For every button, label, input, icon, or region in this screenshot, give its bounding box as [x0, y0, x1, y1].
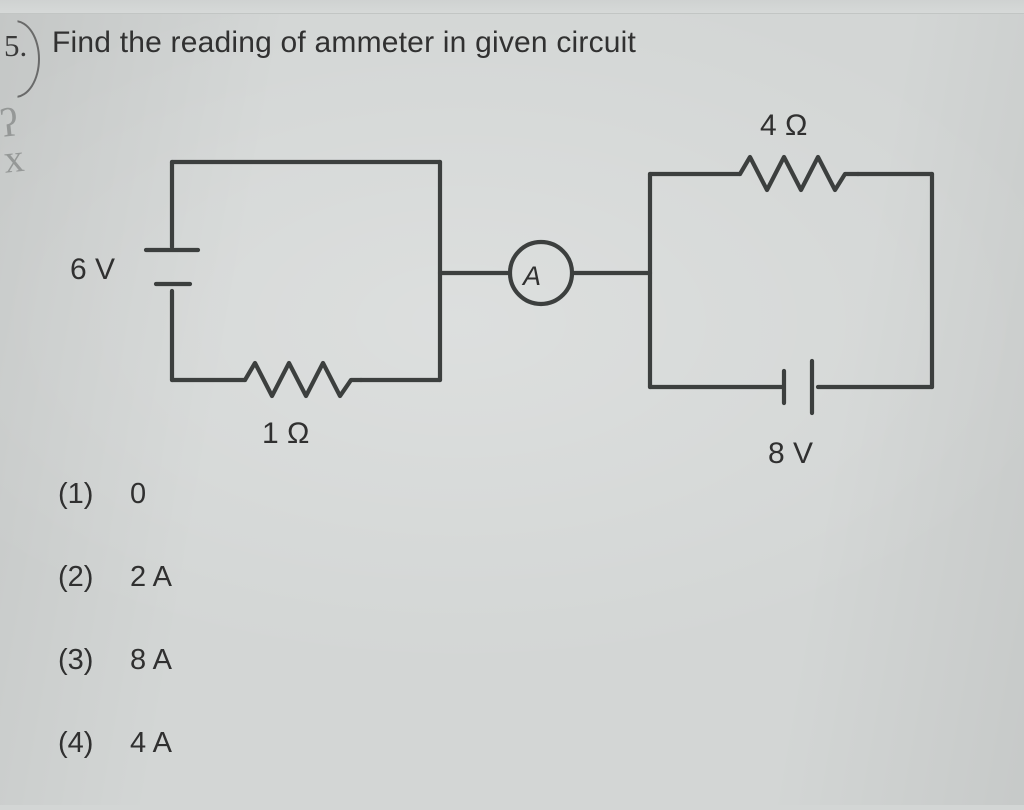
label-6v: 6 V — [70, 253, 115, 286]
option-4[interactable]: (4) 4 A — [58, 727, 558, 810]
option-3[interactable]: (3) 8 A — [58, 644, 558, 727]
page-top-edge — [0, 0, 1024, 14]
question-number: 5. — [4, 20, 40, 98]
option-1-label: (1) — [58, 478, 94, 510]
circuit-diagram: 6 V 1 Ω 4 Ω 8 V A — [0, 95, 1024, 485]
resistor-4ohm-zigzag — [737, 154, 861, 193]
page-title: Find the reading of ammeter in given cir… — [52, 26, 637, 59]
answer-options: (1) 0 (2) 2 A (3) 8 A (4) 4 A — [58, 478, 558, 810]
circuit-svg: 6 V 1 Ω 4 Ω 8 V A — [70, 109, 935, 470]
ammeter-label: A — [521, 261, 541, 291]
option-2[interactable]: (2) 2 A — [58, 561, 558, 644]
option-4-label: (4) — [58, 727, 94, 759]
circuit-labels: 6 V 1 Ω 4 Ω 8 V A — [70, 109, 813, 470]
option-3-label: (3) — [58, 644, 94, 676]
option-1[interactable]: (1) 0 — [58, 478, 558, 561]
option-2-label: (2) — [58, 561, 94, 593]
label-8v: 8 V — [768, 437, 813, 470]
option-2-text: 2 A — [130, 561, 172, 593]
option-4-text: 4 A — [130, 727, 172, 759]
label-1ohm: 1 Ω — [262, 417, 309, 450]
ammeter-circle — [507, 239, 575, 307]
label-4ohm: 4 Ω — [760, 109, 807, 142]
option-3-text: 8 A — [130, 644, 172, 676]
resistor-1ohm-zigzag — [242, 360, 364, 399]
option-1-text: 0 — [130, 478, 147, 510]
